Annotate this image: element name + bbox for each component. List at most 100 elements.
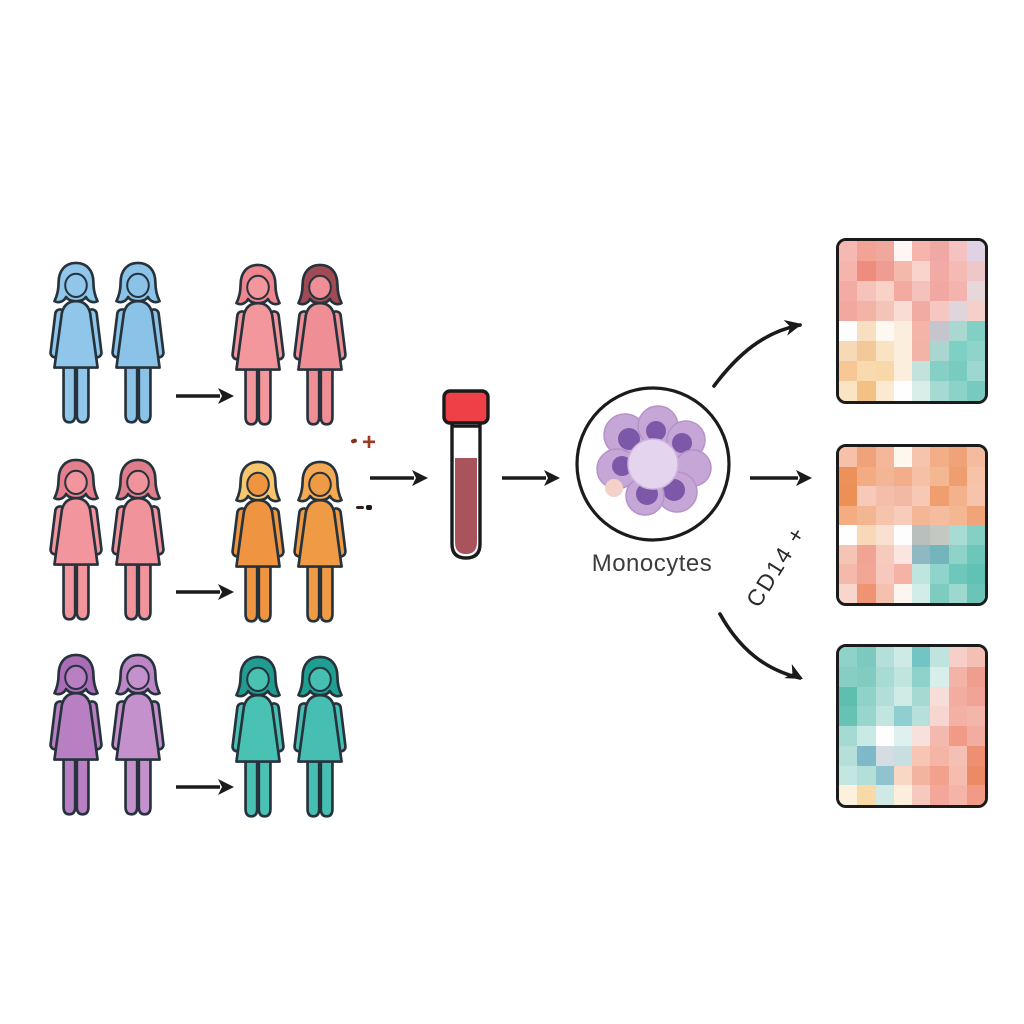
leg	[137, 754, 152, 816]
monocyte-nucleus	[612, 456, 632, 476]
heatmap-cell	[893, 281, 912, 301]
heatmap-cell	[893, 765, 912, 786]
cd14-label: CD14 +	[740, 520, 811, 612]
heatmap-cell	[966, 466, 985, 486]
heatmap-cell	[839, 505, 858, 525]
person-figure	[231, 655, 285, 818]
heatmap-cell	[839, 241, 858, 261]
heatmap-cell	[893, 544, 912, 564]
face	[126, 664, 150, 691]
heatmap-cell	[948, 321, 967, 341]
dress	[53, 496, 99, 566]
leg	[257, 756, 272, 818]
heatmap-cell	[893, 466, 912, 486]
heatmap-cell	[893, 486, 912, 506]
face	[246, 274, 270, 301]
dress	[297, 693, 343, 763]
heatmap-cell	[930, 666, 949, 687]
heatmap-cell	[893, 706, 912, 726]
heatmap-cell	[912, 341, 931, 361]
heatmap-cell	[912, 321, 931, 341]
cell-fragment	[605, 479, 623, 497]
heatmap-cell	[857, 505, 876, 525]
heatmap-cell	[875, 745, 894, 766]
heatmap-cell	[966, 525, 985, 545]
person-figure	[231, 263, 285, 426]
pair-group3-before	[42, 650, 176, 816]
heatmap-cell	[857, 381, 876, 401]
heatmap-cell	[966, 281, 985, 301]
person-figure	[293, 655, 347, 818]
heatmap-cell	[857, 544, 876, 564]
arrow-to-heatmap-top-icon	[712, 320, 802, 388]
heatmap-cell	[875, 564, 894, 584]
heatmap-cell	[930, 785, 949, 805]
pair-group1-before	[42, 258, 176, 424]
pair-group3-after	[224, 652, 358, 818]
person-figure	[49, 261, 103, 424]
person-figure	[293, 263, 347, 426]
heatmap-cell	[875, 301, 894, 321]
heatmap-cell	[966, 745, 985, 766]
heatmap-cell	[875, 361, 894, 381]
heatmap-cell	[912, 241, 931, 261]
leg	[244, 756, 259, 818]
face	[64, 664, 88, 691]
heatmap-cell	[948, 686, 967, 707]
heatmap-cell	[839, 466, 858, 486]
heatmap-cell	[839, 301, 858, 321]
heatmap-cell	[857, 666, 876, 687]
heatmap-cell	[930, 321, 949, 341]
heatmap-cell	[948, 525, 967, 545]
heatmap-cell	[948, 666, 967, 687]
heatmap-cell	[948, 785, 967, 805]
heatmap-cell	[857, 361, 876, 381]
dress	[115, 496, 161, 566]
dress	[53, 299, 99, 369]
heatmap-cell	[893, 647, 912, 667]
heatmap-cell	[948, 706, 967, 726]
heatmap-cell	[912, 381, 931, 401]
heatmap-cell	[875, 241, 894, 261]
dress	[235, 693, 281, 763]
leg	[62, 362, 77, 424]
heatmap-cell	[839, 564, 858, 584]
heatmap-cell	[912, 544, 931, 564]
heatmap-cell	[893, 341, 912, 361]
heatmap-cell	[857, 321, 876, 341]
heatmap-cell	[930, 525, 949, 545]
heatmap-cell	[966, 261, 985, 281]
dress	[235, 498, 281, 568]
heatmap-cell	[875, 505, 894, 525]
heatmap-cell	[966, 726, 985, 746]
heatmap-cell	[930, 564, 949, 584]
heatmap-cell	[857, 261, 876, 281]
heatmap-cell	[966, 361, 985, 381]
arrow-to-heatmap-middle-icon	[750, 470, 812, 486]
heatmap-cell	[857, 341, 876, 361]
heatmap-cell	[966, 564, 985, 584]
heatmap-cell	[875, 647, 894, 667]
heatmap-cell	[893, 505, 912, 525]
face	[64, 469, 88, 496]
dress	[297, 498, 343, 568]
heatmap-cell	[912, 261, 931, 281]
heatmap-cell	[875, 765, 894, 786]
leg	[319, 756, 334, 818]
plus-mark: +	[362, 429, 377, 456]
heatmap-cell	[966, 647, 985, 667]
heatmap-cell	[839, 361, 858, 381]
heatmap-cell	[930, 726, 949, 746]
heatmap-cell	[966, 666, 985, 687]
heatmap-cell	[948, 341, 967, 361]
heatmap-cell	[893, 726, 912, 746]
heatmap-cell	[875, 726, 894, 746]
heatmap-cell	[893, 564, 912, 584]
face	[308, 274, 332, 301]
heatmap-cell	[930, 341, 949, 361]
dress	[53, 691, 99, 761]
heatmap-cell	[893, 525, 912, 545]
heatmap-cell	[966, 706, 985, 726]
heatmap-cell	[875, 466, 894, 486]
